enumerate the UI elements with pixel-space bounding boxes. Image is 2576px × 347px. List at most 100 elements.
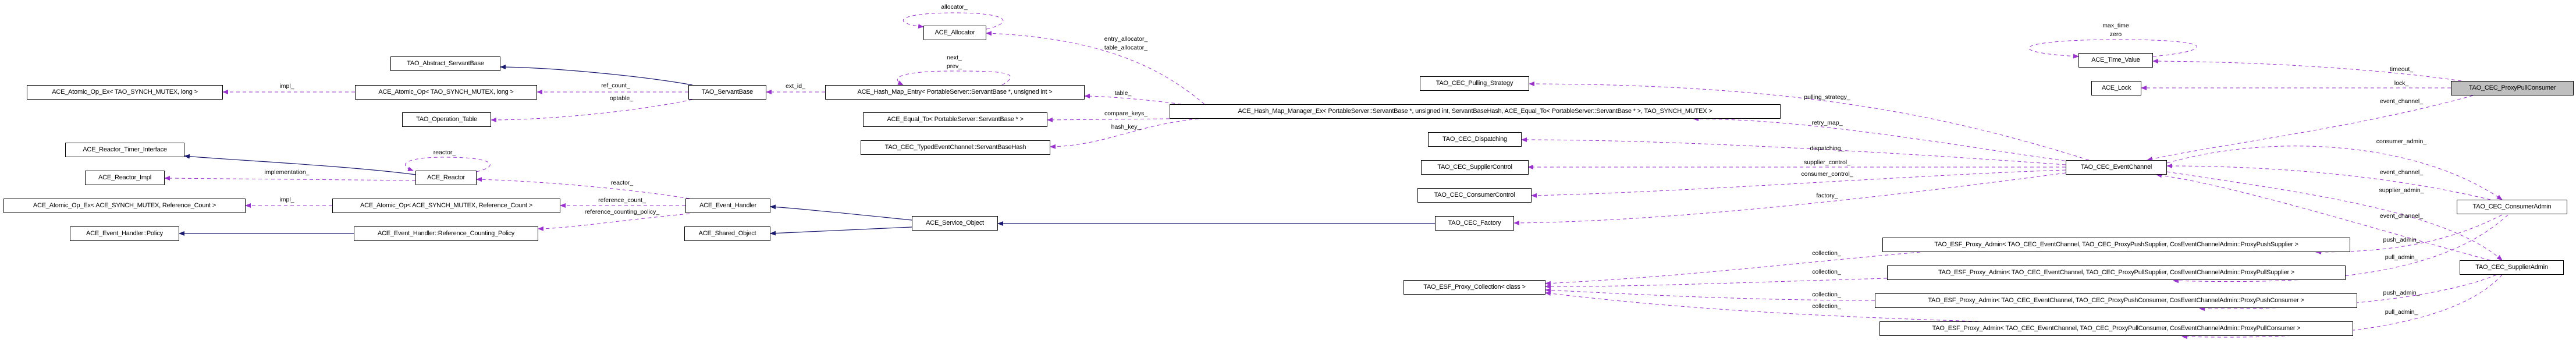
class-node[interactable]: ACE_Atomic_Op_Ex< ACE_SYNCH_MUTEX, Refer… <box>3 199 246 213</box>
edge-compare-keys <box>1047 117 1170 122</box>
edge-allocators <box>986 31 1205 105</box>
edge-push-admin-sa <box>2199 274 2497 311</box>
edge-label: reactor_ <box>610 179 634 186</box>
class-node[interactable]: TAO_CEC_ConsumerControl <box>1417 188 1532 203</box>
edge-label: optable_ <box>609 95 634 102</box>
edge-label: lock_ <box>2394 80 2409 87</box>
edge-label: entry_allocator_ <box>1104 36 1148 43</box>
edge-label: event_channel_ <box>2379 169 2424 176</box>
class-node[interactable]: ACE_Reactor_Timer_Interface <box>65 143 184 157</box>
class-node[interactable]: TAO_CEC_SupplierControl <box>1421 160 1529 175</box>
edge-label: event_channel_ <box>2379 98 2424 105</box>
edge-event-channel-ppc <box>2147 95 2474 161</box>
class-node[interactable]: TAO_Operation_Table <box>402 112 491 127</box>
edge-label: retry_map_ <box>1811 119 1843 126</box>
edge-event-channel-ca <box>2166 164 2491 200</box>
edge-label: factory_ <box>1816 192 1838 199</box>
class-node[interactable]: TAO_CEC_Pulling_Strategy <box>1420 76 1529 91</box>
class-node[interactable]: TAO_ESF_Proxy_Admin< TAO_CEC_EventChanne… <box>1879 321 2353 336</box>
edge-collection-3 <box>1545 288 1875 301</box>
edge-consumer-admin <box>2166 146 2503 200</box>
edge-service-object-shared-object <box>770 226 912 236</box>
class-node[interactable]: TAO_ESF_Proxy_Collection< class > <box>1404 280 1545 295</box>
edge-table <box>1084 94 1182 105</box>
class-node[interactable]: TAO_ESF_Proxy_Admin< TAO_CEC_EventChanne… <box>1887 265 2346 280</box>
class-node[interactable]: TAO_CEC_ConsumerAdmin <box>2457 200 2567 214</box>
edge-event-channel-sa <box>2156 173 2491 261</box>
class-node[interactable]: ACE_Reactor <box>415 171 477 185</box>
edge-label: collection_ <box>1812 268 1841 275</box>
edge-label: max_time <box>2102 22 2129 29</box>
class-node[interactable]: TAO_ESF_Proxy_Admin< TAO_CEC_EventChanne… <box>1882 238 2350 252</box>
class-node[interactable]: ACE_Lock <box>2091 81 2141 95</box>
edge-service-object-event-handler <box>770 204 912 221</box>
edge-time-value-self-loop <box>2028 39 2197 59</box>
edge-reactor-self-loop <box>405 157 491 172</box>
class-node[interactable]: TAO_CEC_EventChannel <box>2066 160 2167 175</box>
edge-label: reference_counting_policy_ <box>584 208 660 215</box>
edge-entry-self-loop <box>897 70 1011 86</box>
focus-class-node: TAO_CEC_ProxyPullConsumer <box>2451 81 2574 95</box>
edge-label: push_admin_ <box>2383 236 2420 243</box>
edge-label: collection_ <box>1812 291 1841 298</box>
class-node[interactable]: TAO_ServantBase <box>688 85 766 100</box>
edge-dispatching <box>1521 137 2066 165</box>
edge-label: collection_ <box>1812 303 1841 310</box>
class-node[interactable]: ACE_Reactor_Impl <box>85 171 165 185</box>
edge-label: reference_count_ <box>598 197 646 204</box>
edge-label: compare_keys_ <box>1104 110 1148 117</box>
edge-label: zero <box>2109 31 2122 38</box>
edge-label: table_ <box>1114 90 1132 97</box>
edge-collection-4 <box>1545 291 1979 322</box>
class-node[interactable]: ACE_Hash_Map_Manager_Ex< PortableServer:… <box>1170 104 1781 119</box>
edge-label: ext_id_ <box>786 83 805 90</box>
edge-optable <box>491 99 693 122</box>
edge-label: timeout_ <box>2389 66 2414 73</box>
class-node[interactable]: ACE_Hash_Map_Entry< PortableServer::Serv… <box>825 85 1085 100</box>
edge-retry-map <box>1693 116 2072 162</box>
edge-label: dispatching_ <box>1810 145 1845 152</box>
class-node[interactable]: ACE_Event_Handler <box>685 199 770 213</box>
class-node[interactable]: ACE_Equal_To< PortableServer::ServantBas… <box>863 112 1047 127</box>
edge-collection-2 <box>1545 278 1888 289</box>
edge-label: table_allocator_ <box>1104 44 1148 51</box>
edge-label: prev_ <box>946 63 962 70</box>
edge-reactor-timer-interface <box>184 154 416 175</box>
class-node[interactable]: ACE_Atomic_Op< TAO_SYNCH_MUTEX, long > <box>355 85 537 100</box>
edge-label: next_ <box>947 54 962 61</box>
class-node[interactable]: ACE_Time_Value <box>2078 53 2153 68</box>
edge-pulling-strategy <box>1529 82 2090 161</box>
edge-reactor <box>476 177 690 199</box>
edge-pull-admin-sa <box>2181 274 2503 339</box>
edge-consumer-control <box>1531 169 2066 198</box>
class-node[interactable]: ACE_Event_Handler::Policy <box>70 226 179 241</box>
edge-label: ref_count_ <box>601 82 630 89</box>
class-node[interactable]: ACE_Allocator <box>923 26 986 40</box>
edge-label: implementation_ <box>264 169 310 176</box>
edge-collection-1 <box>1545 252 1921 286</box>
edge-label: event_channel_ <box>2379 213 2424 219</box>
edge-label: supplier_control_ <box>1804 159 1850 166</box>
class-node[interactable]: TAO_CEC_Dispatching <box>1428 132 1522 147</box>
class-node[interactable]: ACE_Atomic_Op_Ex< TAO_SYNCH_MUTEX, long … <box>27 85 223 100</box>
class-node[interactable]: TAO_CEC_SupplierAdmin <box>2460 260 2564 275</box>
class-node[interactable]: TAO_Abstract_ServantBase <box>390 56 500 71</box>
edge-servantbase-abstract <box>500 65 693 86</box>
class-node[interactable]: ACE_Atomic_Op< ACE_SYNCH_MUTEX, Referenc… <box>332 199 560 213</box>
edge-label: pull_admin_ <box>2385 309 2418 316</box>
edge-label: pulling_strategy_ <box>1804 94 1850 101</box>
edge-label: impl_ <box>279 83 294 90</box>
edge-label: supplier_admin_ <box>2379 187 2424 194</box>
class-node[interactable]: TAO_ESF_Proxy_Admin< TAO_CEC_EventChanne… <box>1875 293 2357 308</box>
edge-hash-key <box>1050 118 1199 149</box>
class-node[interactable]: TAO_CEC_Factory <box>1435 216 1514 231</box>
class-node[interactable]: ACE_Shared_Object <box>684 226 770 241</box>
edge-label: collection_ <box>1812 250 1841 257</box>
class-node[interactable]: ACE_Event_Handler::Reference_Counting_Po… <box>354 226 538 241</box>
edge-label: impl_ <box>279 196 294 203</box>
edge-label: allocator_ <box>941 3 968 10</box>
edge-supplier-admin <box>2166 171 2503 261</box>
class-node[interactable]: TAO_CEC_TypedEventChannel::ServantBaseHa… <box>861 140 1050 155</box>
class-node[interactable]: ACE_Service_Object <box>912 216 998 231</box>
